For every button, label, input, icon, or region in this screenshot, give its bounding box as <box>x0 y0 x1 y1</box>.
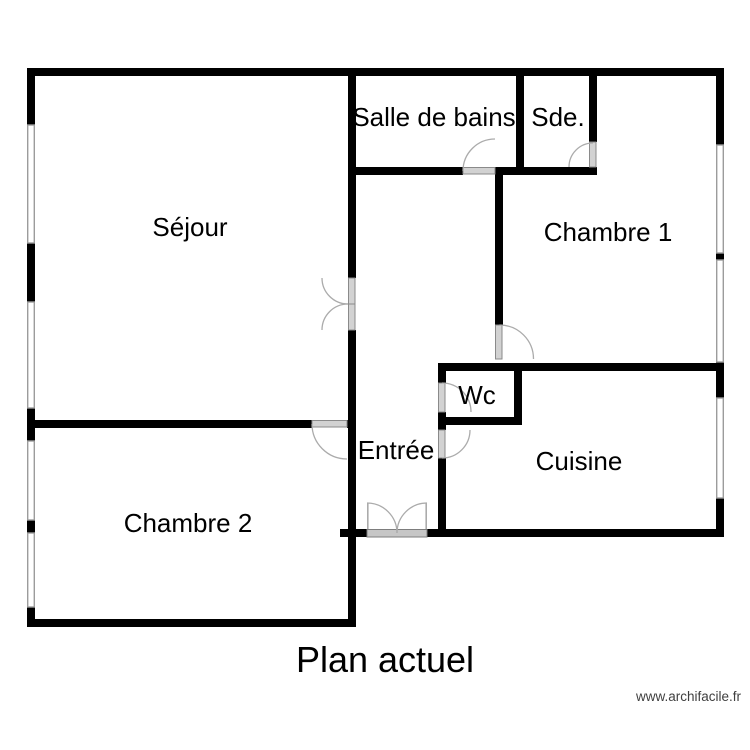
door-swing-arc <box>441 382 472 413</box>
windows <box>27 124 725 608</box>
wall-chambre1-bottom <box>438 363 724 371</box>
door-sejour-double <box>321 277 357 331</box>
room-labels: Séjour Salle de bains Sde. Chambre 1 Cha… <box>124 102 673 538</box>
door-swing-arc <box>568 142 594 168</box>
door-leaf <box>495 324 503 360</box>
door-swing-arc <box>499 324 535 360</box>
wall-sejour-chambre2-divider <box>27 420 356 428</box>
room-label-sejour: Séjour <box>152 212 227 242</box>
window-chambre2-left-lower <box>27 532 36 608</box>
room-label-entree: Entrée <box>358 435 435 465</box>
room-label-sde: Sde. <box>531 102 585 132</box>
doors <box>311 138 598 538</box>
door-leaf <box>311 420 348 428</box>
door-swing-arc <box>396 502 428 534</box>
door-wc <box>437 382 472 413</box>
window-chambre2-left-upper <box>27 440 36 521</box>
watermark-archifacile: www.archifacile.fr <box>635 689 742 704</box>
window-chambre1-right-lower <box>716 259 725 363</box>
door-leaf <box>462 167 496 175</box>
window-sejour-left-lower <box>27 301 36 409</box>
wall-exterior-top <box>27 68 724 76</box>
room-label-chambre1: Chambre 1 <box>544 217 673 247</box>
door-leaf <box>438 429 446 459</box>
plan-title: Plan actuel <box>296 639 474 680</box>
wall-bains-sde-divider <box>516 76 524 175</box>
door-swing-arc <box>366 502 398 534</box>
window-cuisine-right <box>716 397 725 499</box>
wall-sejour-right <box>348 76 356 619</box>
door-sde <box>568 141 598 168</box>
door-swing-arc <box>462 138 496 172</box>
door-swing-arc <box>441 429 471 459</box>
room-label-wc: Wc <box>458 380 496 410</box>
door-leaf <box>438 382 446 413</box>
door-cuisine <box>437 429 471 459</box>
door-chambre2 <box>311 419 348 460</box>
door-chambre1 <box>494 324 535 363</box>
door-entree-double <box>366 502 428 538</box>
wall-wc-right <box>514 371 522 417</box>
door-leaf <box>348 303 356 331</box>
room-label-salle-de-bains: Salle de bains <box>352 102 515 132</box>
door-salle-de-bains <box>462 138 496 176</box>
wall-sde-right <box>589 76 597 175</box>
door-leaf <box>348 277 356 305</box>
wall-chambre2-bottom <box>27 619 356 627</box>
window-chambre1-right-upper <box>716 144 725 254</box>
door-swing-arc <box>321 303 349 331</box>
wall-wc-bottom <box>438 417 522 425</box>
door-swing-arc <box>321 277 349 305</box>
door-swing-arc <box>311 423 348 460</box>
wall-chambre1-left <box>495 175 503 363</box>
window-sejour-left-upper <box>27 124 36 244</box>
door-leaf <box>589 141 597 168</box>
wall-exterior-bottom-right <box>340 529 724 537</box>
room-label-cuisine: Cuisine <box>536 446 623 476</box>
walls <box>27 68 724 627</box>
room-label-chambre2: Chambre 2 <box>124 508 253 538</box>
